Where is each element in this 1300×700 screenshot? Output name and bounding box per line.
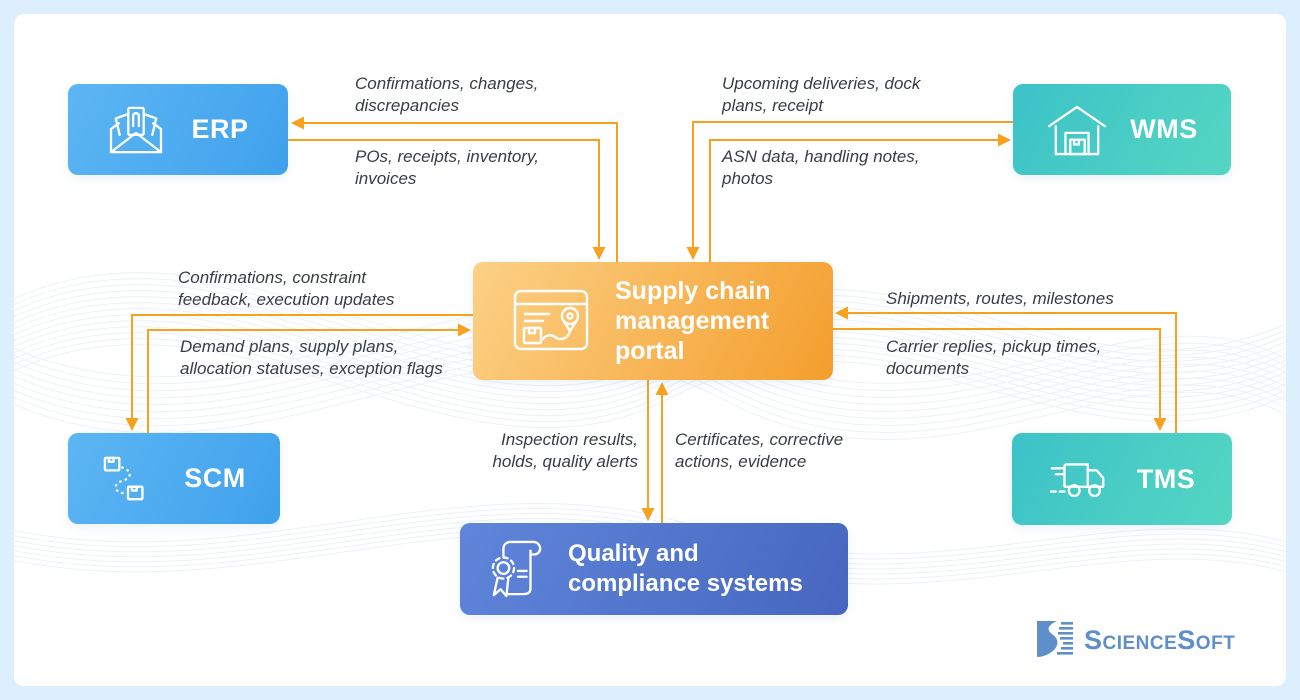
portal-window-map-pin-icon xyxy=(513,289,589,351)
sciencesoft-logo-icon xyxy=(1037,621,1073,657)
wms-label: WMS xyxy=(1130,114,1198,144)
wms-node: WMS xyxy=(1013,84,1231,175)
certificate-icon xyxy=(491,540,542,598)
delivery-truck-icon xyxy=(1049,463,1105,498)
flow-label-portal-to-quality: Inspection results, holds, quality alert… xyxy=(492,430,638,471)
flow-label-portal-to-tms: Carrier replies, pickup times, documents xyxy=(886,337,1102,378)
tms-label: TMS xyxy=(1136,463,1196,494)
flow-label-portal-to-scm: Confirmations, constraint feedback, exec… xyxy=(178,268,395,309)
quality-compliance-title: Quality and compliance systems xyxy=(568,540,803,597)
flow-label-scm-to-portal: Demand plans, supply plans, allocation s… xyxy=(180,337,443,378)
erp-label: ERP xyxy=(191,114,249,144)
scm-label: SCM xyxy=(184,463,246,493)
flow-label-tms-to-portal: Shipments, routes, milestones xyxy=(886,289,1114,308)
flow-label-portal-to-wms: ASN data, handling notes, photos xyxy=(722,147,920,188)
package-route-icon xyxy=(104,456,144,500)
erp-node: ERP xyxy=(68,84,288,175)
warehouse-icon xyxy=(1048,105,1107,155)
supply-chain-portal-title: Supply chain management portal xyxy=(615,277,771,365)
tms-node: TMS xyxy=(1012,433,1232,525)
sciencesoft-logo-text: ScienceSoft xyxy=(1084,625,1236,655)
flow-label-wms-to-portal: Upcoming deliveries, dock plans, receipt xyxy=(722,74,921,115)
open-envelope-documents-icon xyxy=(110,106,163,153)
sciencesoft-logo: ScienceSoft xyxy=(1035,620,1235,660)
scm-node: SCM xyxy=(68,433,280,524)
flow-label-quality-to-portal: Certificates, corrective actions, eviden… xyxy=(675,430,844,471)
flow-label-portal-to-erp: Confirmations, changes, discrepancies xyxy=(355,74,539,115)
flow-label-erp-to-portal: POs, receipts, inventory, invoices xyxy=(355,147,539,188)
supply-chain-portal-node: Supply chain management portal xyxy=(473,262,833,380)
quality-compliance-node: Quality and compliance systems xyxy=(460,523,848,615)
